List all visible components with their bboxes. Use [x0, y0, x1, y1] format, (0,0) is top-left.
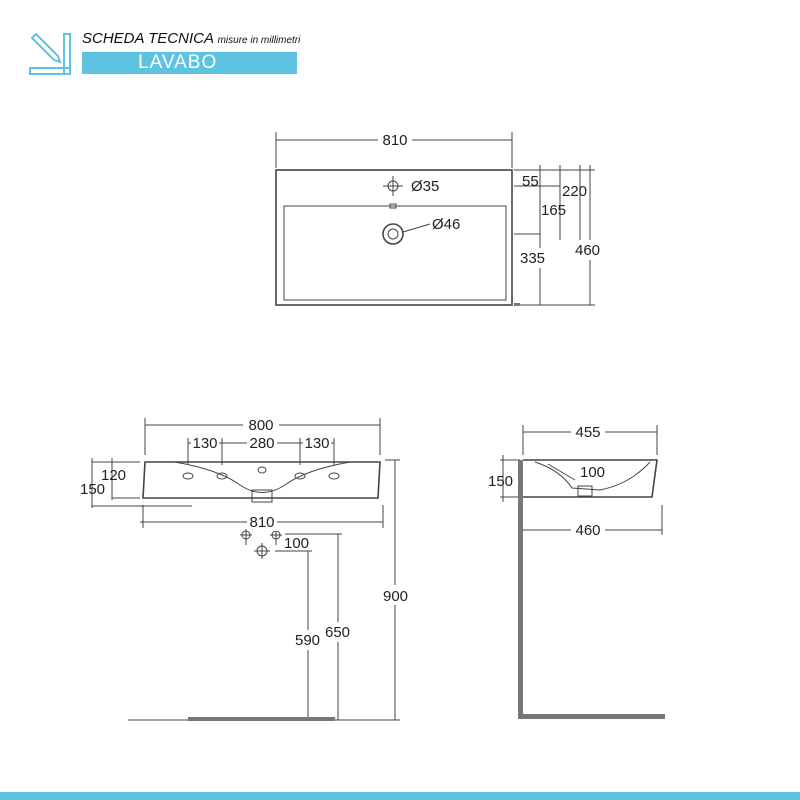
- dim-side-455: 455: [575, 424, 600, 441]
- dim-front-280: 280: [249, 435, 274, 452]
- side-view: [500, 425, 663, 535]
- dim-165: 165: [541, 202, 566, 219]
- dim-front-800: 800: [248, 417, 273, 434]
- dim-front-130-right: 130: [304, 435, 329, 452]
- dim-front-810: 810: [249, 514, 274, 531]
- dim-front-650: 650: [325, 624, 350, 641]
- dim-front-590: 590: [295, 632, 320, 649]
- dim-front-120: 120: [101, 467, 126, 484]
- title-text: SCHEDA TECNICA: [82, 30, 214, 47]
- front-view: [91, 418, 400, 721]
- top-view: [275, 132, 595, 306]
- bottom-accent-bar: [0, 792, 800, 800]
- dim-335: 335: [520, 250, 545, 267]
- header-subtitle: misure in millimetri: [217, 35, 301, 46]
- dim-side-150: 150: [488, 473, 513, 490]
- header-title: SCHEDA TECNICA misure in millimetri: [82, 30, 300, 47]
- dim-top-width: 810: [382, 132, 407, 149]
- dim-220: 220: [562, 183, 587, 200]
- dim-side-100: 100: [580, 464, 605, 481]
- dim-55: 55: [522, 173, 539, 190]
- ruler-pencil-logo-icon: [28, 32, 72, 81]
- dim-front-130-left: 130: [192, 435, 217, 452]
- dim-side-460: 460: [575, 522, 600, 539]
- label-tap-hole: Ø35: [411, 178, 439, 195]
- product-banner: LAVABO: [82, 52, 297, 74]
- dim-460: 460: [575, 242, 600, 259]
- dim-front-100: 100: [284, 535, 309, 552]
- dim-front-900: 900: [383, 588, 408, 605]
- dim-front-150: 150: [80, 481, 105, 498]
- label-drain-hole: Ø46: [432, 216, 460, 233]
